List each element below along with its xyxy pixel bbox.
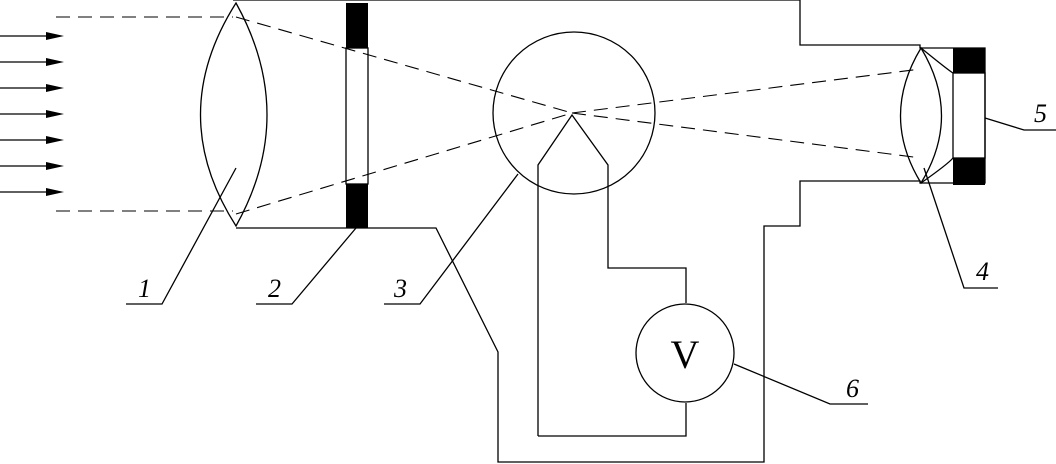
label-diaphragm: 2 <box>268 274 281 303</box>
incoming-light-arrows <box>0 32 64 196</box>
eyepiece-bottom-block <box>953 158 985 185</box>
incoming-arrow-head <box>46 32 64 40</box>
eyepiece-lens-edge-top <box>920 47 954 74</box>
leader-line-1 <box>126 167 237 305</box>
ray-focus-to-lower-eyepiece <box>571 112 922 159</box>
label-voltmeter: 6 <box>846 374 859 403</box>
label-sensor-sphere: 3 <box>393 274 407 303</box>
diaphragm-top-block <box>346 3 368 48</box>
leader-line-3 <box>384 173 519 305</box>
voltmeter <box>635 303 735 403</box>
ray-upper-to-focus <box>235 16 573 114</box>
incoming-arrow-head <box>46 58 64 66</box>
eyepiece-lens-edge-bottom <box>920 157 954 184</box>
label-eyepiece-window: 5 <box>1034 99 1047 128</box>
label-lens-eyepiece: 4 <box>976 257 989 286</box>
ray-lower-to-focus <box>235 112 573 215</box>
voltmeter-symbol: V <box>671 332 700 377</box>
eyepiece-lens <box>899 46 943 185</box>
eyepiece-top-block <box>953 48 985 73</box>
sensor-sphere <box>492 31 656 195</box>
incoming-arrow-head <box>46 162 64 170</box>
label-lens-objective: 1 <box>138 274 151 303</box>
incoming-arrow-head <box>46 110 64 118</box>
incoming-arrow-head <box>46 188 64 196</box>
eyepiece-window <box>952 72 986 159</box>
sensor-junction-wires <box>537 113 687 436</box>
objective-lens <box>199 1 268 228</box>
leader-line-6 <box>733 363 868 405</box>
return-wire <box>538 403 687 437</box>
leader-line-4 <box>923 167 998 289</box>
diaphragm-slot <box>345 47 369 185</box>
leader-line-5 <box>984 117 1056 131</box>
diaphragm-bottom-block <box>346 184 368 228</box>
incoming-arrow-head <box>46 136 64 144</box>
incoming-arrow-head <box>46 84 64 92</box>
ray-focus-to-upper-eyepiece <box>571 68 922 114</box>
leader-line-2 <box>256 227 357 305</box>
